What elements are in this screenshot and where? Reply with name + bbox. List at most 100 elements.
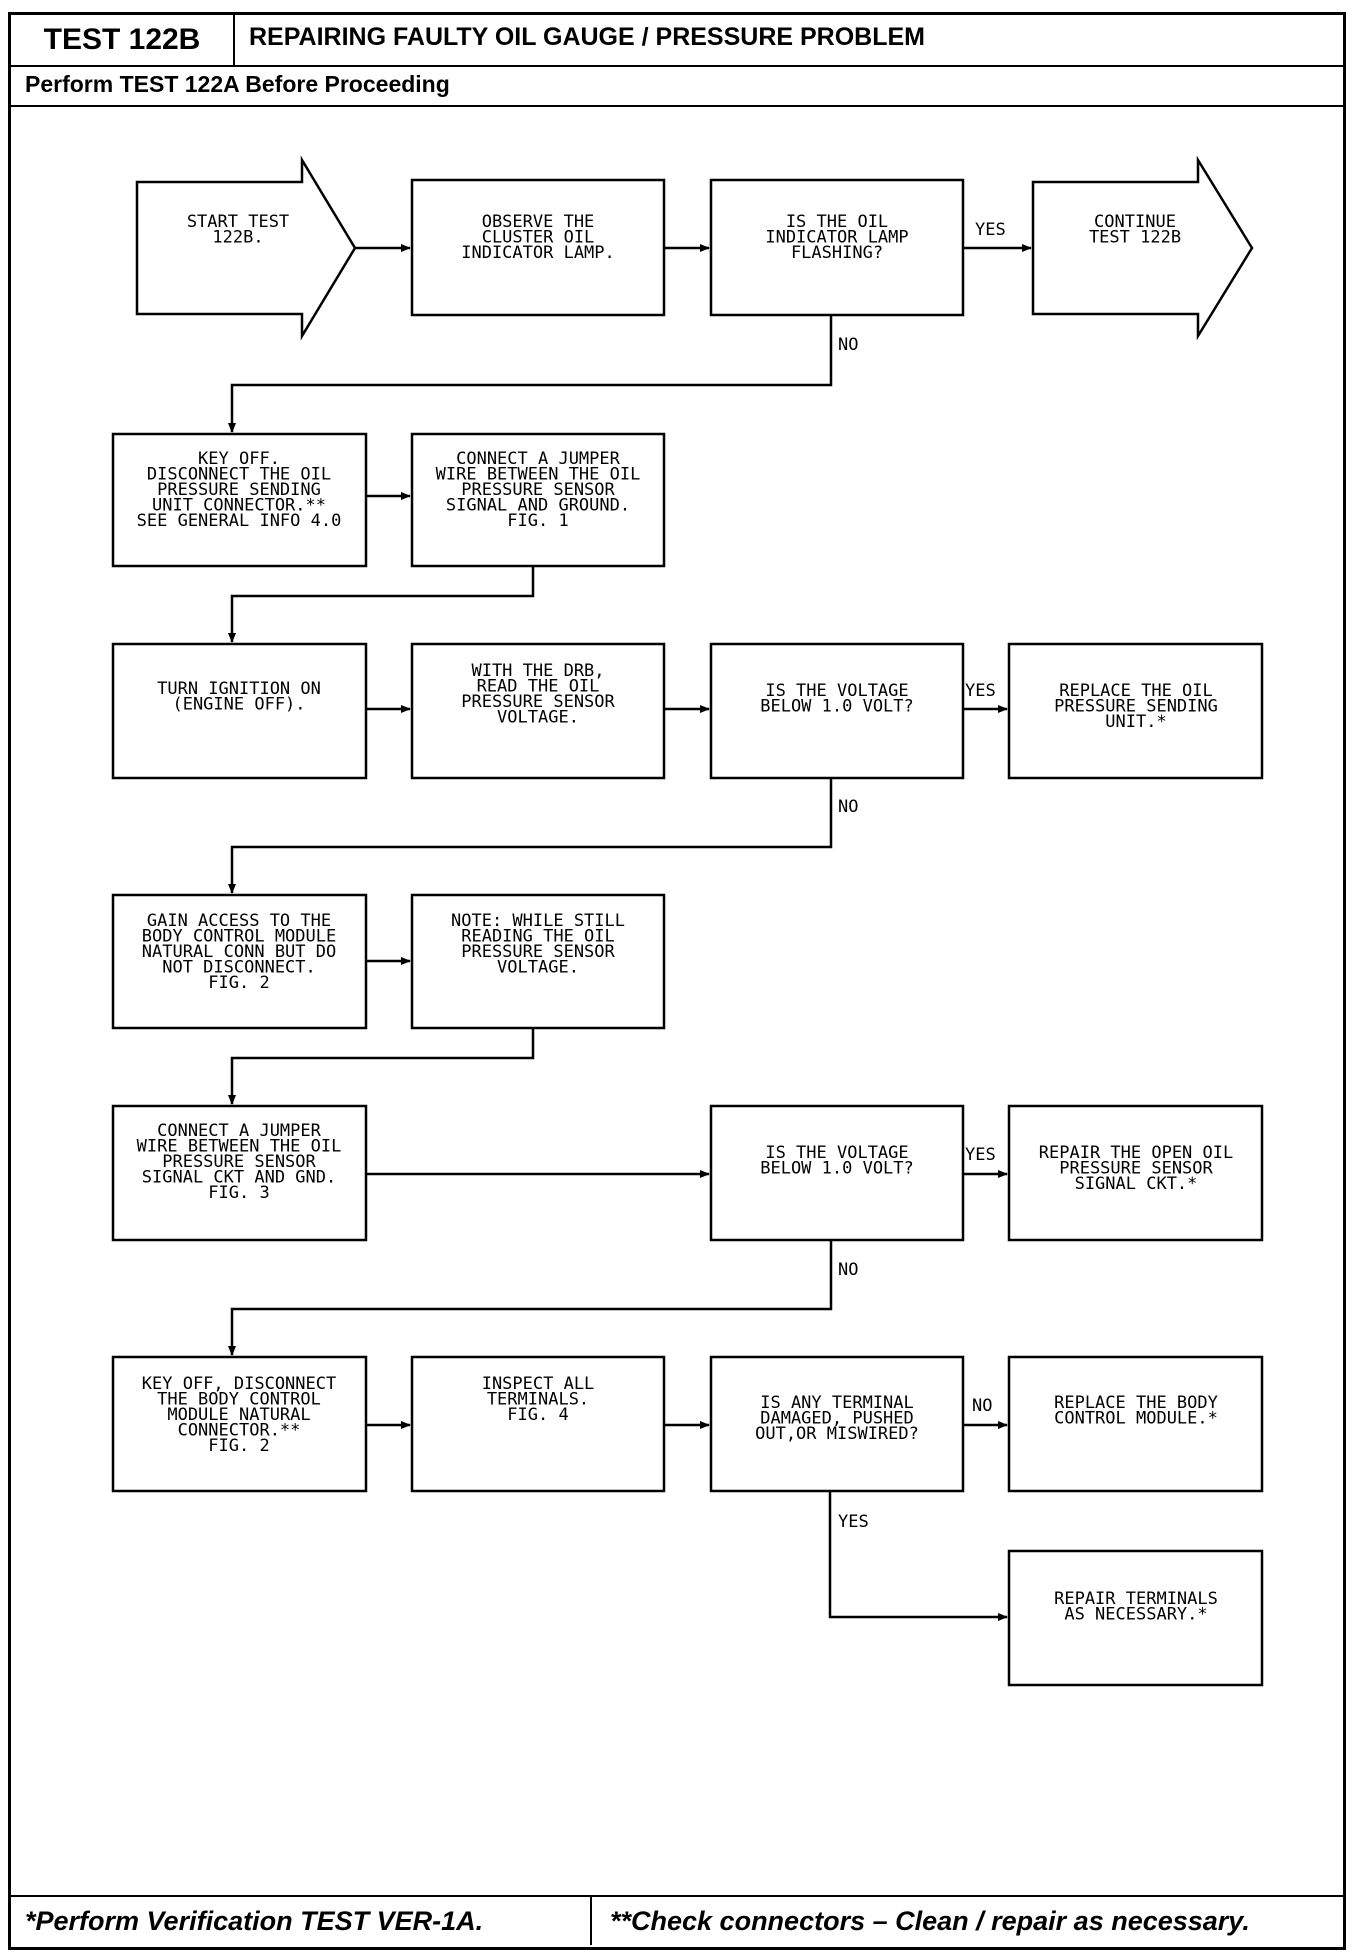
box-text-line: WIRE BETWEEN THE OIL bbox=[137, 1137, 342, 1157]
box-text-line: UNIT CONNECTOR.** bbox=[152, 496, 326, 516]
box-text-line: FLASHING? bbox=[791, 243, 883, 263]
box-text-line: IS THE OIL bbox=[786, 212, 888, 232]
box-text-line: REPLACE THE OIL bbox=[1059, 681, 1213, 701]
box-text-line: BELOW 1.0 VOLT? bbox=[760, 697, 914, 717]
box-text-line: UNIT.* bbox=[1105, 712, 1166, 732]
footer: *Perform Verification TEST VER-1A. **Che… bbox=[11, 1895, 1343, 1947]
prerequisite-note: Perform TEST 122A Before Proceeding bbox=[11, 65, 1343, 107]
ignition-on-box: TURN IGNITION ON(ENGINE OFF). bbox=[111, 642, 368, 780]
footnote-connectors: **Check connectors – Clean / repair as n… bbox=[610, 1906, 1250, 1936]
no-label: NO bbox=[838, 797, 858, 817]
box-text-line: PRESSURE SENDING bbox=[157, 480, 321, 500]
box-text-line: AS NECESSARY.* bbox=[1064, 1605, 1207, 1625]
box-text-line: READ THE OIL bbox=[477, 677, 600, 697]
yes-label: YES bbox=[965, 681, 996, 701]
box-text-line: PRESSURE SENSOR bbox=[162, 1152, 316, 1172]
box-text-line: INSPECT ALL bbox=[482, 1374, 595, 1394]
box-text-line: MODULE NATURAL bbox=[167, 1405, 310, 1425]
connector bbox=[228, 778, 833, 894]
test-id: TEST 122B bbox=[11, 15, 235, 65]
box-text-line: PRESSURE SENSOR bbox=[461, 692, 615, 712]
box-text-line: THE BODY CONTROL bbox=[157, 1390, 321, 1410]
header-row: TEST 122B REPAIRING FAULTY OIL GAUGE / P… bbox=[11, 15, 1343, 67]
box-text-line: REPLACE THE BODY bbox=[1054, 1393, 1218, 1413]
box-text-line: GAIN ACCESS TO THE bbox=[147, 911, 331, 931]
connector bbox=[828, 1491, 1008, 1621]
box-text-line: TEST 122B bbox=[1089, 228, 1181, 248]
box-text-line: CONTINUE bbox=[1094, 212, 1176, 232]
box-text-line: START TEST bbox=[187, 212, 289, 232]
box-text-line: WIRE BETWEEN THE OIL bbox=[436, 465, 641, 485]
test-title: REPAIRING FAULTY OIL GAUGE / PRESSURE PR… bbox=[249, 23, 926, 51]
box-text-line: REPAIR TERMINALS bbox=[1054, 1589, 1218, 1609]
box-text-line: KEY OFF. bbox=[198, 449, 280, 469]
connector bbox=[228, 566, 535, 643]
box-text-line: CONNECTOR.** bbox=[178, 1421, 301, 1441]
yes-label: YES bbox=[965, 1145, 996, 1165]
no-label: NO bbox=[972, 1396, 992, 1416]
box-text-line: WITH THE DRB, bbox=[471, 661, 604, 681]
box-text-line: SIGNAL CKT AND GND. bbox=[142, 1168, 336, 1188]
box-text-line: PRESSURE SENSOR bbox=[1059, 1159, 1213, 1179]
document-frame: TEST 122B REPAIRING FAULTY OIL GAUGE / P… bbox=[8, 12, 1346, 1950]
box-text-line: TERMINALS. bbox=[487, 1390, 589, 1410]
box-text-line: FIG. 2 bbox=[208, 973, 269, 993]
box-text-line: IS ANY TERMINAL bbox=[760, 1393, 914, 1413]
box-text-line: VOLTAGE. bbox=[497, 958, 579, 978]
connector bbox=[228, 1028, 535, 1105]
box-text-line: FIG. 4 bbox=[507, 1405, 568, 1425]
box-text-line: CLUSTER OIL bbox=[482, 228, 595, 248]
box-text-line: SIGNAL AND GROUND. bbox=[446, 496, 630, 516]
box-text-line: 122B. bbox=[212, 228, 263, 248]
box-text-line: CONNECT A JUMPER bbox=[157, 1121, 322, 1141]
box-text-line: NOT DISCONNECT. bbox=[162, 958, 316, 978]
box-text-line: PRESSURE SENSOR bbox=[461, 942, 615, 962]
box-text-line: REPAIR THE OPEN OIL bbox=[1039, 1143, 1233, 1163]
box-text-line: CONNECT A JUMPER bbox=[456, 449, 621, 469]
box-text-line: KEY OFF, DISCONNECT bbox=[142, 1374, 336, 1394]
box-text-line: BODY CONTROL MODULE bbox=[142, 927, 336, 947]
no-label: NO bbox=[838, 1260, 858, 1280]
box-text-line: VOLTAGE. bbox=[497, 708, 579, 728]
ignition-on-text: TURN IGNITION ON(ENGINE OFF). bbox=[157, 679, 321, 715]
box-text-line: PRESSURE SENSOR bbox=[461, 480, 615, 500]
box-text-line: BELOW 1.0 VOLT? bbox=[760, 1159, 914, 1179]
box-text-line: NOTE: WHILE STILL bbox=[451, 911, 625, 931]
box-text-line: OUT,OR MISWIRED? bbox=[755, 1424, 919, 1444]
box-text-line: INDICATOR LAMP bbox=[765, 228, 908, 248]
footnote-verification: *Perform Verification TEST VER-1A. bbox=[11, 1897, 592, 1945]
box-text-line: IS THE VOLTAGE bbox=[765, 681, 908, 701]
